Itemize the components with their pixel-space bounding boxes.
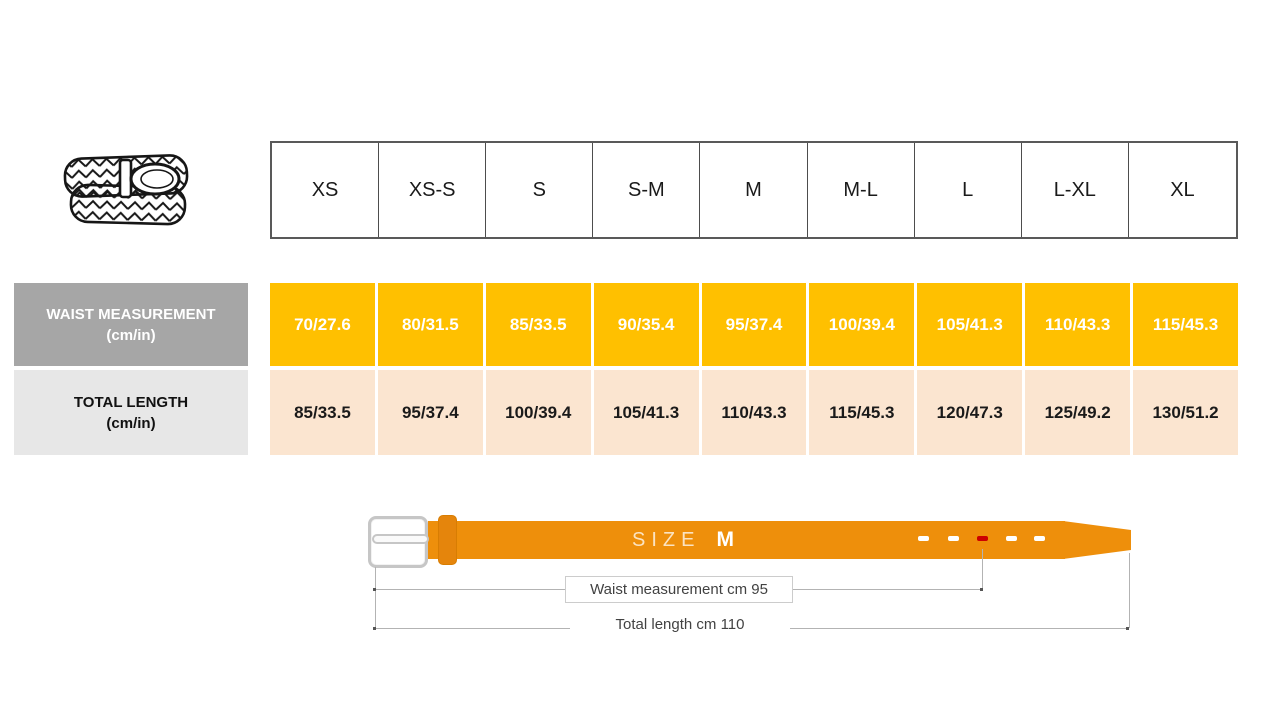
total-length-value-cell: 115/45.3 bbox=[809, 370, 915, 455]
belt-hole bbox=[1034, 536, 1045, 541]
total-length-value-cell: 120/47.3 bbox=[917, 370, 1023, 455]
belt-keeper-loop bbox=[438, 515, 457, 565]
total-length-row: 85/33.5 95/37.4 100/39.4 105/41.3 110/43… bbox=[270, 370, 1238, 455]
waist-measurement-row-label: WAIST MEASUREMENT (cm/in) bbox=[14, 283, 248, 366]
size-column-header: XS-S bbox=[379, 143, 487, 237]
belt-size-text: SIZE M bbox=[632, 527, 734, 553]
total-length-value-cell: 105/41.3 bbox=[593, 370, 699, 455]
size-header-row: XS XS-S S S-M M M-L L L-XL XL bbox=[270, 141, 1238, 239]
waist-value-cell: 70/27.6 bbox=[270, 283, 375, 366]
guide-line-hole bbox=[982, 549, 983, 589]
waist-value-cell: 90/35.4 bbox=[593, 283, 699, 366]
total-length-value-cell: 110/43.3 bbox=[701, 370, 807, 455]
waist-measurement-row: 70/27.6 80/31.5 85/33.5 90/35.4 95/37.4 … bbox=[270, 283, 1238, 366]
belt-buckle-prong bbox=[372, 534, 429, 544]
size-column-header: M bbox=[700, 143, 808, 237]
belt-strap-tip bbox=[1063, 521, 1133, 564]
waist-value-cell: 85/33.5 bbox=[485, 283, 591, 366]
belt-hole bbox=[948, 536, 959, 541]
waist-value-cell: 95/37.4 bbox=[701, 283, 807, 366]
size-column-header: XL bbox=[1170, 178, 1195, 201]
size-column-header: L-XL bbox=[1022, 143, 1129, 237]
waist-dimension-line-right bbox=[793, 589, 982, 590]
dimension-endpoint bbox=[980, 588, 983, 591]
total-length-value-cell: 125/49.2 bbox=[1025, 370, 1131, 455]
braided-belt-icon bbox=[58, 145, 198, 245]
size-column-header: M-L bbox=[808, 143, 915, 237]
size-column-header: XS bbox=[272, 143, 380, 237]
waist-dimension-line-left bbox=[375, 589, 565, 590]
waist-value-cell: 110/43.3 bbox=[1025, 283, 1131, 366]
waist-value-cell: 115/45.3 bbox=[1133, 283, 1238, 366]
size-column-header: S-M bbox=[593, 143, 701, 237]
total-length-value-cell: 85/33.5 bbox=[270, 370, 375, 455]
dimension-endpoint bbox=[1126, 627, 1129, 630]
waist-dimension-label: Waist measurement cm 95 bbox=[565, 576, 793, 603]
belt-hole bbox=[918, 536, 929, 541]
total-length-value-cell: 100/39.4 bbox=[485, 370, 591, 455]
belt-strap bbox=[428, 521, 1065, 559]
size-word: SIZE bbox=[632, 528, 701, 551]
total-length-row-label: TOTAL LENGTH (cm/in) bbox=[14, 370, 248, 455]
waist-label-line1: WAIST MEASUREMENT bbox=[46, 305, 216, 323]
dimension-endpoint bbox=[373, 627, 376, 630]
size-value: M bbox=[716, 528, 734, 551]
total-length-label-line2: (cm/in) bbox=[106, 414, 156, 432]
dimension-endpoint bbox=[373, 588, 376, 591]
size-column-header: L bbox=[915, 143, 1022, 237]
size-column-header: S bbox=[486, 143, 594, 237]
belt-hole bbox=[1006, 536, 1017, 541]
waist-label-line2: (cm/in) bbox=[106, 326, 156, 344]
total-length-dimension-label: Total length cm 110 bbox=[570, 616, 790, 633]
total-length-value-cell: 95/37.4 bbox=[377, 370, 483, 455]
waist-value-cell: 80/31.5 bbox=[377, 283, 483, 366]
guide-line-buckle bbox=[375, 567, 376, 629]
total-length-value-cell: 130/51.2 bbox=[1133, 370, 1238, 455]
waist-value-cell: 100/39.4 bbox=[809, 283, 915, 366]
guide-line-tip bbox=[1129, 553, 1130, 628]
belt-hole-highlighted bbox=[977, 536, 988, 541]
waist-value-cell: 105/41.3 bbox=[917, 283, 1023, 366]
total-length-label-line1: TOTAL LENGTH bbox=[73, 393, 189, 411]
